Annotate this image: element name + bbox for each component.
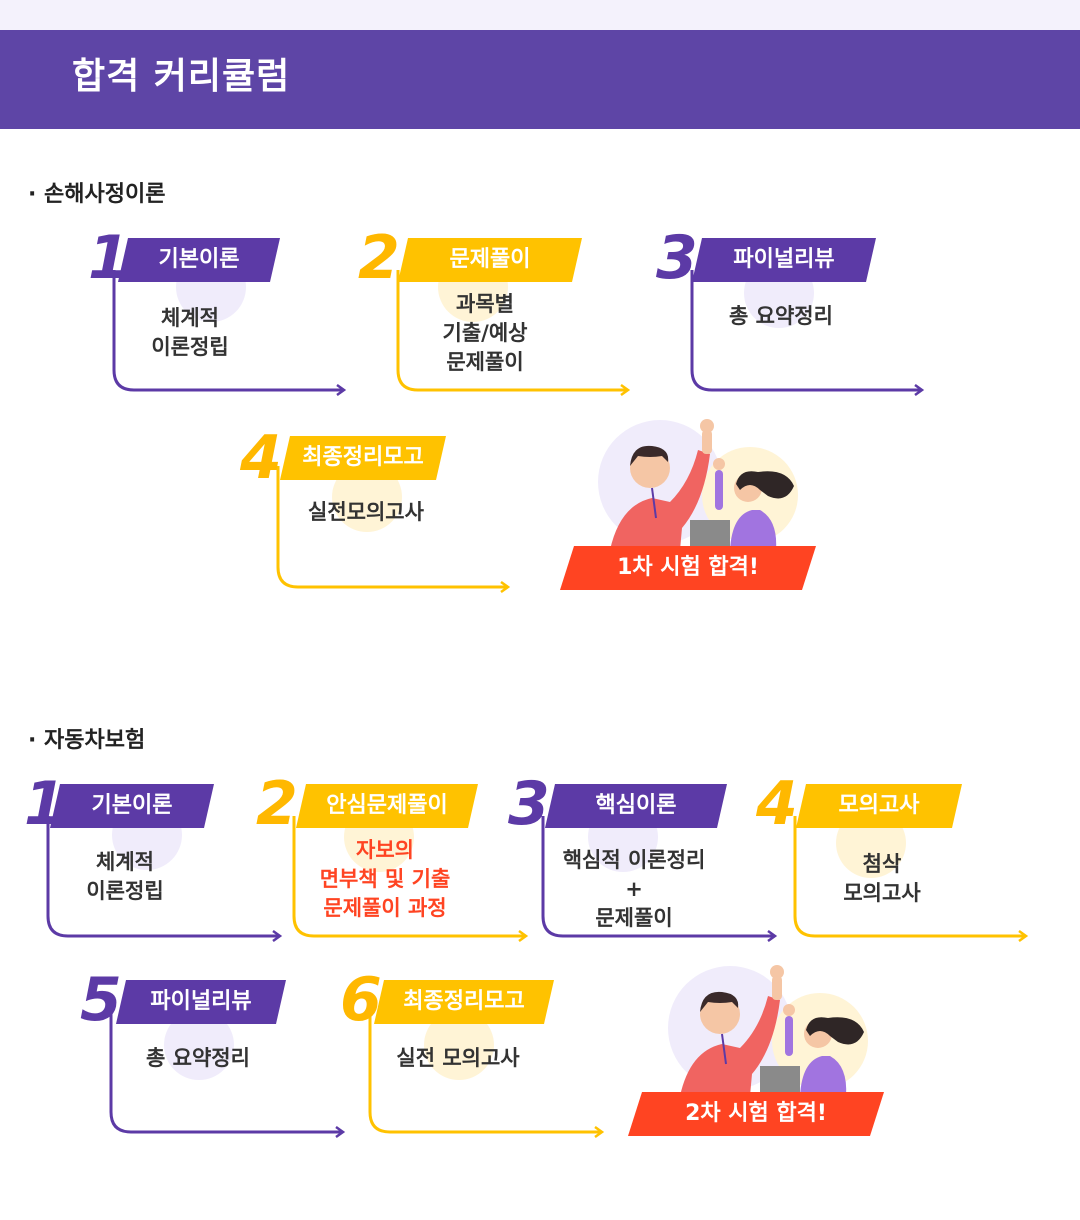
flow-line-s2-1 [46,816,280,936]
step-description: 체계적 이론정립 [86,850,164,903]
page-title: 합격 커리큘럼 [72,56,291,97]
result-badge-1: 1차 시험 합격! [560,546,816,590]
step-description: 체계적 이론정립 [151,306,229,359]
step-label-core-theory: 핵심이론 [545,784,727,828]
step-description: 실전모의고사 [308,500,424,524]
flow-line-s1-1 [112,270,344,390]
flow-line-s2-3 [541,816,775,936]
celebrating-people-illustration [598,419,798,550]
flow-line-s1-3 [690,270,922,390]
celebrating-people-illustration [668,965,868,1096]
section-title-2: · 자동차보험 [28,728,146,753]
step-label-final-mock: 최종정리모고 [374,980,554,1024]
step-description: 실전 모의고사 [396,1046,520,1070]
header-banner [0,30,1080,129]
top-strip [0,0,1080,30]
step-label-final-mock: 최종정리모고 [280,436,446,480]
step-label-final-review: 파이널리뷰 [692,238,876,282]
result-badge-2: 2차 시험 합격! [628,1092,884,1136]
flow-line-s1-2 [396,270,628,390]
step-number: 2 [256,769,298,839]
step-description: 핵심적 이론정리 + 문제풀이 [562,848,706,930]
step-description: 총 요약정리 [729,304,833,328]
flow-line-s2-5 [109,1012,343,1132]
step-number: 6 [340,965,382,1035]
step-number: 4 [240,423,282,493]
step-number: 3 [656,223,698,293]
step-label-safe-problem-solving: 안심문제풀이 [296,784,478,828]
step-label-problem-solving: 문제풀이 [398,238,582,282]
step-number: 5 [80,965,122,1035]
flow-line-s2-2 [292,816,526,936]
step-number: 3 [508,769,550,839]
step-label-final-review: 파이널리뷰 [116,980,286,1024]
flow-line-s1-4 [276,466,508,587]
flow-line-s2-6 [368,1012,602,1132]
flow-line-s2-4 [793,816,1026,936]
step-description: 총 요약정리 [146,1046,250,1070]
step-label-basic-theory: 기본이론 [50,784,214,828]
step-description: 과목별 기출/예상 문제풀이 [442,292,528,374]
step-description: 첨삭 모의고사 [843,852,921,905]
step-number: 4 [756,769,798,839]
step-label-basic-theory: 기본이론 [118,238,280,282]
step-number: 2 [358,223,400,293]
step-label-mock-exam: 모의고사 [796,784,962,828]
step-description-highlight: 자보의 면부책 및 기출 문제풀이 과정 [319,838,451,920]
section-title-1: · 손해사정이론 [28,182,166,207]
